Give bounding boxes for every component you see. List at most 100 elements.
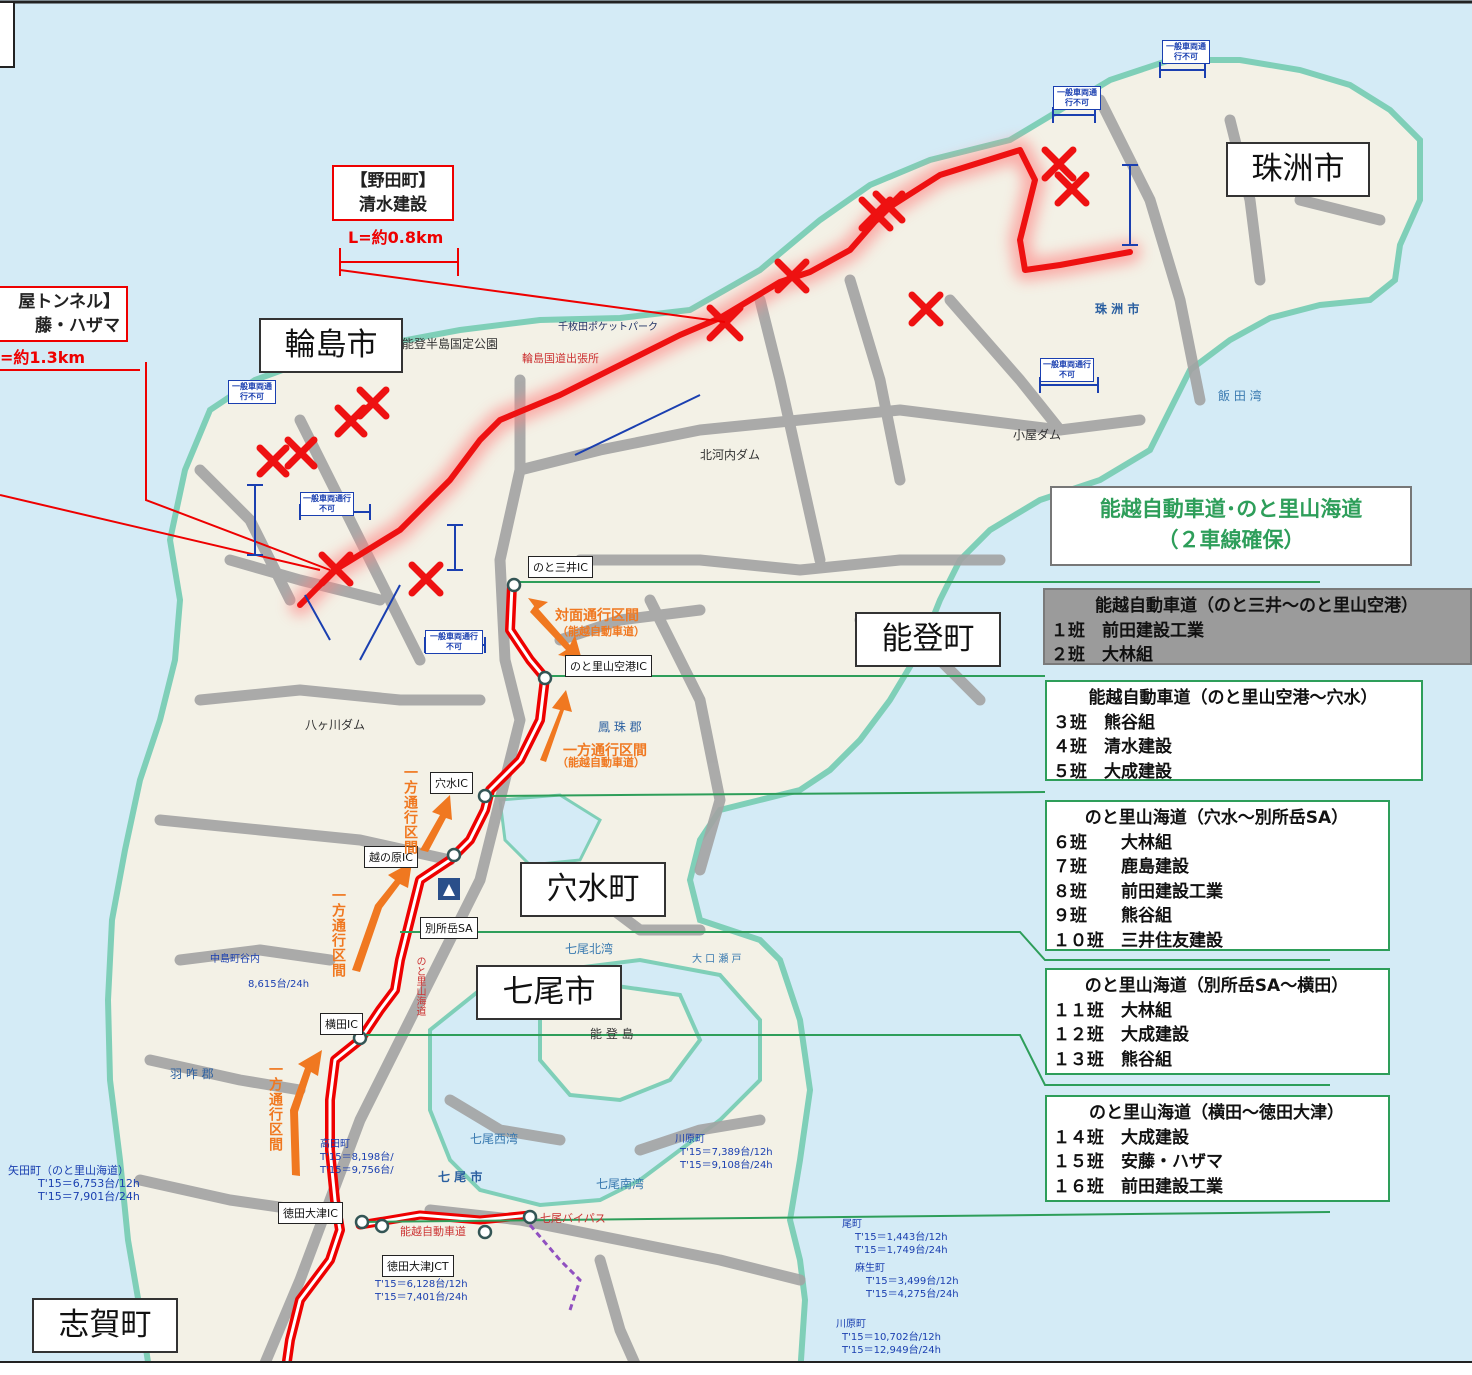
nanao-north-bay-label: 七尾北湾 (565, 942, 614, 956)
notojima-label: 能 登 島 (590, 1027, 634, 1041)
ic-label-tokuda-jct: 徳田大津JCT (382, 1255, 454, 1277)
team-item: １１班 大林組 (1053, 1000, 1172, 1021)
section-panel-4: のと里山海道（別所岳SA～横田） １１班 大林組 １２班 大成建設 １３班 熊谷… (1045, 968, 1390, 1075)
noda-title: 【野田町】 (350, 171, 436, 191)
ozaki-label: 尾町 (842, 1219, 862, 1230)
expressway-title-line2: （２車線確保） (1157, 528, 1305, 552)
city-label-suzu: 珠洲市 (1226, 142, 1370, 197)
tunnel-length: =約1.3km (0, 348, 86, 367)
nanao-small-label: 七 尾 市 (438, 1170, 483, 1184)
orange-traffic-arrows (290, 598, 582, 1176)
takada-label: 高田町 (320, 1139, 350, 1150)
team-item: １３班 熊谷組 (1053, 1049, 1172, 1070)
city-label-wajima: 輪島市 (259, 318, 403, 373)
ippou-vertical-3: 一方通行区間 (267, 1062, 283, 1152)
closure-x-marks (256, 146, 1090, 597)
iida-bay-label: 飯 田 湾 (1218, 389, 1262, 403)
team-item: １０班 三井住友建設 (1053, 930, 1223, 951)
team-item: １５班 安藤・ハザマ (1053, 1152, 1223, 1172)
interchange-markers (352, 577, 553, 1240)
taimen-label: 対面通行区間 (555, 608, 639, 624)
team-item: ２班 大林組 (1051, 645, 1153, 665)
section-header: 能越自動車道（のと三井～のと里山空港） (1095, 596, 1418, 616)
team-item: ９班 熊谷組 (1053, 906, 1172, 926)
route-249-damaged (289, 139, 1141, 616)
no-pass-notice-2: 一般車両通行不可 (1053, 86, 1101, 110)
team-item: ８班 前田建設工業 (1053, 881, 1223, 902)
team-item: ４班 清水建設 (1053, 737, 1172, 757)
kawahara2-label: 川原町 (836, 1319, 866, 1330)
yatamachi-label: 矢田町（のと里山海道） (8, 1164, 129, 1177)
nanao-south-bay-label: 七尾南湾 (596, 1177, 645, 1191)
city-label-nanao: 七尾市 (476, 965, 622, 1020)
ic-label-konohara: 越の原IC (364, 846, 418, 868)
section-header: のと里山海道（別所岳SA～横田） (1084, 976, 1349, 996)
tokuda-24h: T'15＝7,401台/24h (375, 1292, 468, 1303)
section-panel-5: のと里山海道（横田～徳田大津） １４班 大成建設 １５班 安藤・ハザマ １６班 … (1045, 1095, 1390, 1202)
ic-label-bessho: 別所岳SA (420, 917, 478, 939)
yatamachi-12h: T'15＝6,753台/12h (38, 1177, 140, 1190)
city-label-anamizu: 穴水町 (520, 862, 666, 917)
ippou-vertical-2: 一方通行区間 (330, 888, 346, 978)
team-item: １６班 前田建設工業 (1053, 1176, 1223, 1197)
ic-label-satoyama: のと里山空港IC (565, 655, 652, 677)
taimen-sub-label: （能越自動車道） (557, 625, 645, 638)
kitakawachi-dam-label: 北河内ダム (700, 448, 761, 462)
leader-lines-red (0, 248, 726, 571)
section-panel-2: 能越自動車道（のと里山空港～穴水） ３班 熊谷組 ４班 清水建設 ５班 大成建設 (1045, 680, 1423, 782)
no-pass-notice-1: 一般車両通行不可 (1162, 40, 1210, 64)
kawahara2-24h: T'15＝12,949台/24h (842, 1345, 942, 1356)
panel-spacer (1400, 600, 1460, 603)
suzu-small-label: 珠 洲 市 (1095, 302, 1140, 316)
noda-length: L=約0.8km (348, 228, 444, 247)
tunnel-company: 藤・ハザマ (35, 316, 120, 336)
aso-label: 麻生町 (855, 1263, 885, 1274)
tokuda-12h: T'15＝6,128台/12h (375, 1279, 468, 1290)
kawaharamachi-label: 川原町 (675, 1134, 705, 1145)
section-panel-1: 能越自動車道（のと三井～のと里山空港） １班 前田建設工業 ２班 大林組 (1043, 588, 1472, 665)
nakajima-24h: 8,615台/24h (248, 979, 310, 990)
team-item: ５班 大成建設 (1053, 761, 1172, 782)
team-item: ６班 大林組 (1053, 832, 1172, 853)
section-header: のと里山海道（穴水～別所岳SA） (1084, 808, 1349, 828)
tunnel-contractor-box: 屋トンネル】 藤・ハザマ (0, 286, 128, 342)
koya-dam-label: 小屋ダム (1013, 428, 1062, 442)
notoroad-label: のと里山海道 (414, 956, 425, 1016)
park-label: 能登半島国定公園 (402, 337, 499, 351)
no-pass-notice-5: 一般車両通行不可 (300, 492, 354, 516)
aso-24h: T'15＝4,275台/24h (866, 1289, 959, 1300)
takada-12h: T'15＝8,198台/ (320, 1152, 394, 1163)
section-header: 能越自動車道（のと里山空港～穴水） (1088, 688, 1378, 708)
expressway-line (280, 580, 550, 1375)
team-item: １２班 大成建設 (1053, 1025, 1189, 1045)
oguchi-label: 大 口 瀬 戸 (692, 954, 742, 965)
ic-label-mitsui: のと三井IC (528, 556, 593, 578)
city-label-noto: 能登町 (855, 612, 1001, 667)
section-header: のと里山海道（横田～徳田大津） (1089, 1103, 1344, 1123)
kawahara2-12h: T'15＝10,702台/12h (842, 1332, 942, 1343)
expressway-title-box: 能越自動車道･のと里山海道 （２車線確保） (1050, 486, 1412, 566)
takada-24h: T'15＝9,756台/ (320, 1165, 394, 1176)
ic-label-yokota: 横田IC (320, 1013, 363, 1035)
section-panel-3: のと里山海道（穴水～別所岳SA） ６班 大林組 ７班 鹿島建設 ８班 前田建設工… (1045, 800, 1390, 951)
kawahara-24h: T'15＝9,108台/24h (680, 1160, 773, 1171)
no-pass-notice-6: 一般車両通行不可 (425, 630, 483, 654)
noetsu-label: 能越自動車道 (400, 1225, 466, 1238)
hakui-gun-label: 羽 咋 郡 (170, 1067, 214, 1081)
yatamachi-24h: T'15＝7,901台/24h (38, 1190, 140, 1203)
ozaki-12h: T'15＝1,443台/12h (855, 1232, 948, 1243)
ic-label-tokuda: 徳田大津IC (278, 1202, 343, 1224)
kawahara-12h: T'15＝7,389台/12h (680, 1147, 773, 1158)
team-item: １班 前田建設工業 (1051, 620, 1204, 641)
team-item: １４班 大成建設 (1053, 1127, 1189, 1148)
nakajima-label: 中島町谷内 (210, 954, 260, 965)
ippou-sub-label: （能越自動車道） (557, 756, 645, 769)
nanao-bypass-label: 七尾バイパス (540, 1212, 606, 1225)
hosu-gun-label: 鳳 珠 郡 (598, 720, 642, 734)
city-label-shika: 志賀町 (32, 1298, 178, 1353)
ic-label-anamizu: 穴水IC (430, 772, 473, 794)
team-item: ３班 熊谷組 (1053, 712, 1155, 733)
no-pass-notice-3: 一般車両通行不可 (1040, 358, 1094, 382)
hachigawa-dam-label: 八ヶ川ダム (305, 718, 366, 732)
